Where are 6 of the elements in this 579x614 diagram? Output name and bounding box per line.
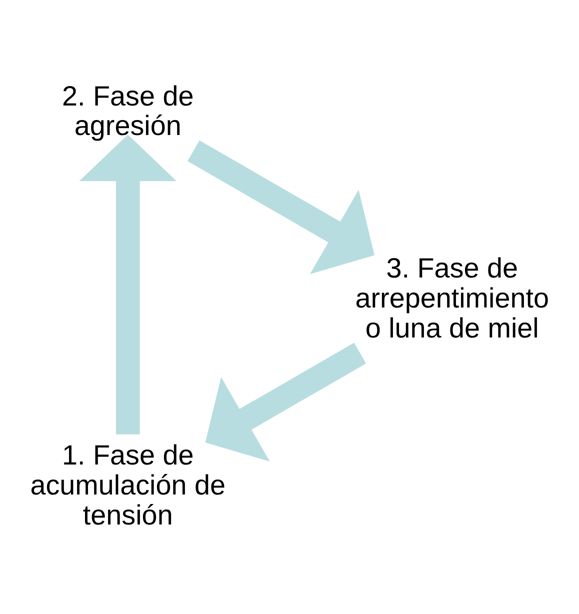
node-text: 2. Fase de agresión	[62, 80, 194, 141]
arrow	[79, 134, 177, 434]
node-text: 3. Fase de arrepentimiento o luna de miel	[355, 252, 549, 343]
node-text: 1. Fase de acumulación de tensión	[30, 439, 226, 530]
arrow	[188, 140, 374, 274]
arrow	[205, 342, 366, 462]
